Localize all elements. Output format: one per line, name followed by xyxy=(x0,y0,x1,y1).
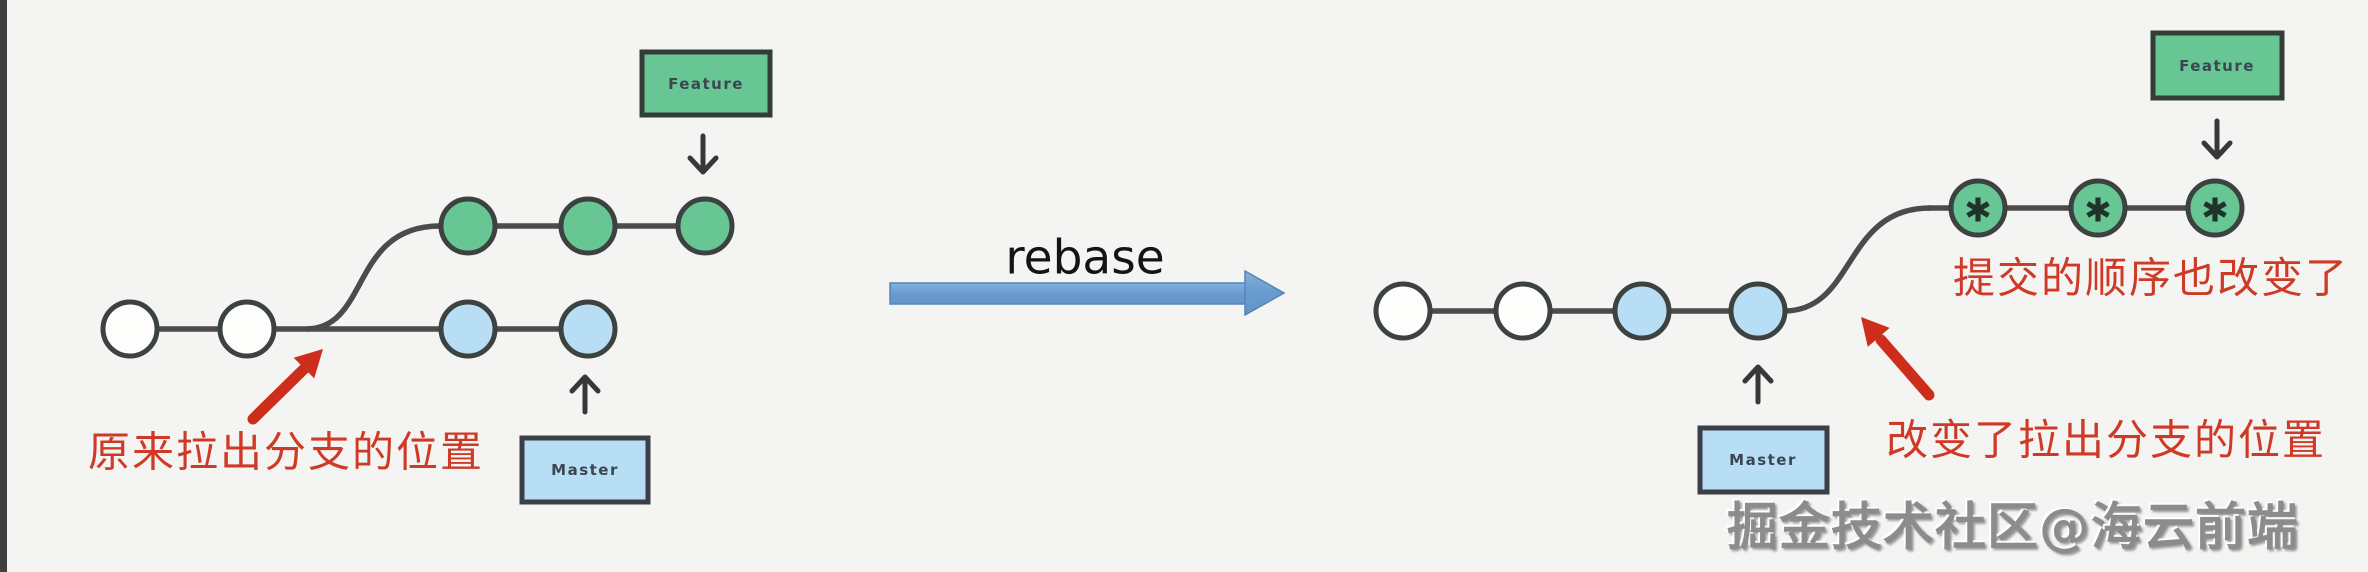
commit-node-feature xyxy=(558,196,618,256)
master-label-box xyxy=(1697,425,1830,495)
annotation-branch-origin: 原来拉出分支的位置 xyxy=(88,428,484,477)
feature-label: Feature xyxy=(668,75,744,93)
branch-curve xyxy=(1783,205,1931,314)
feature-label-box xyxy=(2150,30,2285,101)
down-arrow-icon xyxy=(687,133,719,175)
rebase-label: rebase xyxy=(1005,231,1164,286)
commit-node-common xyxy=(1373,281,1433,341)
annotation-arrow-icon xyxy=(247,349,323,425)
master-label-box xyxy=(519,435,651,505)
before-diagram: Feature Master 原来拉出分支的位置 xyxy=(88,49,773,505)
master-label: Master xyxy=(1729,451,1797,469)
watermark: 掘金技术社区@海云前端 xyxy=(1727,499,2299,558)
commit-node-common xyxy=(1493,281,1553,341)
commit-node-feature-rebased: ✱ xyxy=(2068,178,2128,238)
master-label: Master xyxy=(551,461,619,479)
up-arrow-icon xyxy=(569,374,601,415)
branch-curve xyxy=(305,223,441,332)
changed-commit-mark: ✱ xyxy=(1964,191,1992,230)
rebase-arrow-icon xyxy=(889,269,1286,317)
commit-node-feature-rebased: ✱ xyxy=(1948,178,2008,238)
annotation-branch-position: 改变了拉出分支的位置 xyxy=(1886,416,2326,465)
after-diagram: ✱ ✱ ✱ Feature Master 提交的顺序也改变了 xyxy=(1373,30,2349,495)
commit-node-common xyxy=(217,299,277,359)
up-arrow-icon xyxy=(1742,364,1774,405)
annotation-commit-order: 提交的顺序也改变了 xyxy=(1953,254,2349,303)
commit-node-master xyxy=(438,299,498,359)
changed-commit-mark: ✱ xyxy=(2084,191,2112,230)
commit-node-master xyxy=(1612,281,1672,341)
commit-node-feature xyxy=(438,196,498,256)
feature-label: Feature xyxy=(2179,57,2255,75)
commit-node-master xyxy=(1728,281,1788,341)
commit-node-feature xyxy=(675,196,735,256)
commit-node-common xyxy=(100,299,160,359)
rebase-transition: rebase xyxy=(889,231,1286,317)
commit-node-master xyxy=(558,299,618,359)
annotation-arrow-icon xyxy=(1861,317,1935,401)
down-arrow-icon xyxy=(2201,118,2233,160)
commit-node-feature-rebased: ✱ xyxy=(2185,178,2245,238)
feature-label-box xyxy=(639,49,773,118)
screen-edge-bar xyxy=(0,0,7,572)
changed-commit-mark: ✱ xyxy=(2201,191,2229,230)
